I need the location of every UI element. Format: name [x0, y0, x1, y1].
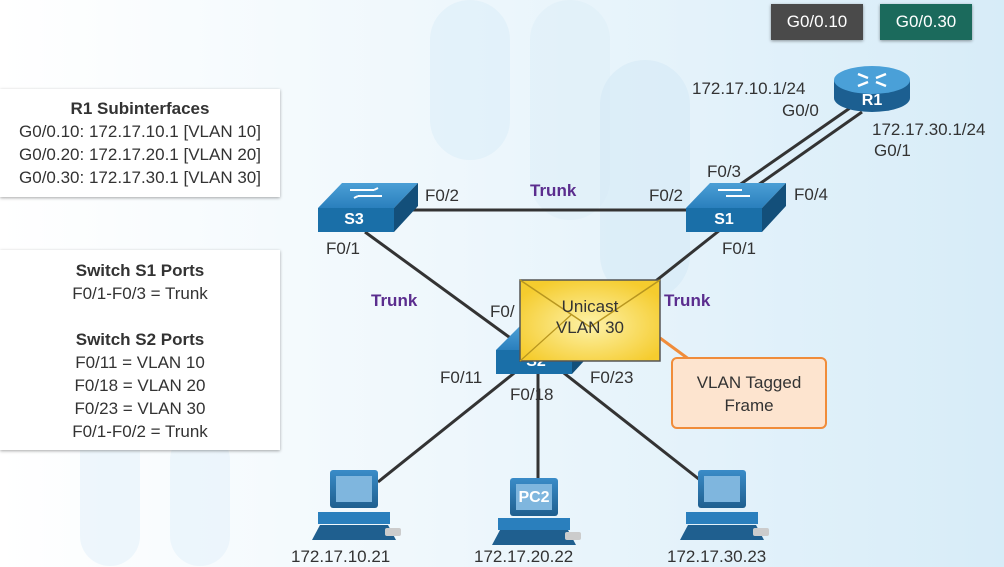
switch-s1-icon[interactable]: [686, 183, 786, 232]
vlan-tagged-frame-note: VLAN Tagged Frame: [671, 357, 827, 429]
link-s3-s2: [364, 230, 521, 347]
s1-f02-label: F0/2: [649, 186, 684, 205]
r1-g00-port: G0/0: [782, 101, 819, 120]
r1-g01-ip: 172.17.30.1/24: [872, 120, 986, 139]
link-s2-pc1: [377, 368, 519, 484]
r1-g01-port: G0/1: [874, 141, 911, 160]
s1-f03-label: F0/3: [707, 162, 742, 181]
s2-port-line: F0/11 = VLAN 10: [75, 353, 205, 372]
pc-1-icon[interactable]: [312, 470, 401, 540]
s2-ports-title: Switch S2 Ports: [75, 330, 205, 349]
pc-3-icon[interactable]: [680, 470, 769, 540]
s3-f01-label: F0/1: [326, 239, 361, 258]
r1-subinterfaces-box: R1 Subinterfaces G0/0.10: 172.17.10.1 [V…: [0, 89, 280, 197]
tab-g0-0-30[interactable]: G0/0.30: [880, 4, 972, 40]
r1-label: R1: [861, 92, 883, 109]
trunk-label-s3-s1: Trunk: [530, 181, 577, 200]
envelope-icon: [519, 279, 661, 362]
r1-subif-line: G0/0.20: 172.17.20.1 [VLAN 20]: [19, 145, 261, 164]
r1-box-title: R1 Subinterfaces: [70, 99, 210, 118]
link-s1-r1-g00: [734, 106, 851, 190]
s2-f023-label: F0/23: [590, 368, 634, 387]
switch-ports-box: Switch S1 Ports F0/1-F0/3 = Trunk Switch…: [0, 250, 280, 450]
r1-subif-line: G0/0.10: 172.17.10.1 [VLAN 10]: [19, 122, 261, 141]
link-s1-r1-g01: [747, 110, 863, 194]
s2-f01-label: F0/: [490, 302, 515, 321]
envelope-label: Unicast VLAN 30: [519, 296, 661, 338]
s2-port-line: F0/18 = VLAN 20: [74, 376, 206, 395]
pc1-ip: 172.17.10.21: [291, 547, 391, 566]
s1-f04-label: F0/4: [794, 185, 829, 204]
envelope-line2: VLAN 30: [555, 318, 625, 337]
router-r1-icon[interactable]: [834, 66, 910, 112]
note-connector: [659, 336, 691, 362]
s3-label: S3: [344, 211, 364, 228]
s1-label: S1: [714, 211, 734, 228]
s2-port-line: F0/1-F0/2 = Trunk: [72, 422, 208, 441]
s1-port-line: F0/1-F0/3 = Trunk: [72, 284, 208, 303]
pc2-ip: 172.17.20.22: [474, 547, 574, 566]
trunk-label-s1-s2: Trunk: [664, 291, 711, 310]
s2-f011-label: F0/11: [440, 368, 483, 387]
envelope-line1: Unicast: [561, 297, 619, 316]
s2-port-line: F0/23 = VLAN 30: [74, 399, 206, 418]
pc2-label: PC2: [518, 489, 550, 506]
switch-s3-icon[interactable]: [318, 183, 418, 232]
note-line1: VLAN Tagged: [696, 373, 802, 392]
s3-f02-label: F0/2: [425, 186, 460, 205]
r1-g00-ip: 172.17.10.1/24: [692, 79, 806, 98]
tab-g0-0-10[interactable]: G0/0.10: [771, 4, 863, 40]
s1-f01-label: F0/1: [722, 239, 757, 258]
link-s2-pc3: [559, 368, 701, 482]
s2-f018-label: F0/18: [510, 385, 554, 404]
s1-ports-title: Switch S1 Ports: [75, 261, 205, 280]
pc-2-icon[interactable]: [492, 478, 581, 545]
pc3-ip: 172.17.30.23: [667, 547, 767, 566]
r1-subif-line: G0/0.30: 172.17.30.1 [VLAN 30]: [19, 168, 261, 187]
note-line2: Frame: [724, 396, 774, 415]
trunk-label-s3-s2: Trunk: [371, 291, 418, 310]
